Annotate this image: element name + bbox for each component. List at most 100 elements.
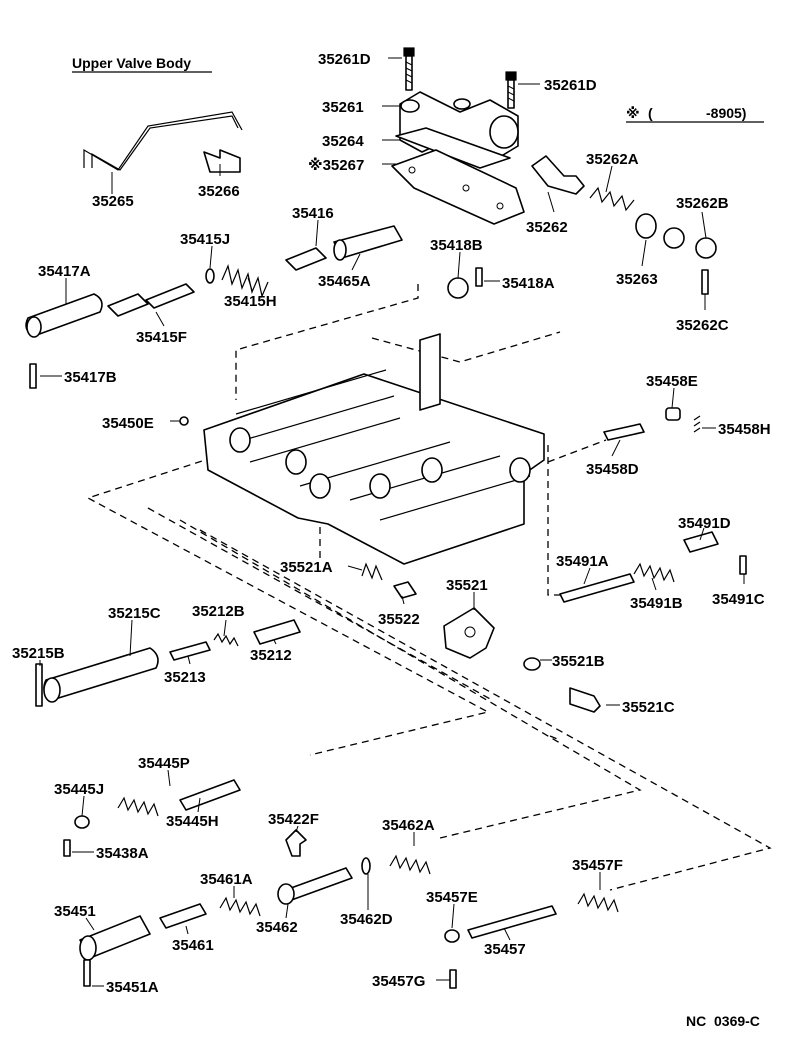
label-35521a: 35521A [280,559,333,576]
spring-35445p [117,796,159,817]
label-35458d: 35458D [586,461,639,478]
label-35491a: 35491A [556,553,609,570]
diagram-title: Upper Valve Body [72,55,191,71]
label-35457: 35457 [484,941,526,958]
label-35415j: 35415J [180,231,230,248]
assembly-guide-lines [86,284,772,891]
label-35212b: 35212B [192,603,245,620]
label-35422f: 35422F [268,811,319,828]
label-35462a: 35462A [382,817,435,834]
spring-35491b [633,562,675,583]
label-35451a: 35451A [106,979,159,996]
solenoid-plunger [531,155,585,195]
label-35458e: 35458E [646,373,698,390]
valve-35491a [559,573,635,603]
sleeve-35417a [25,293,103,337]
solenoid-assembly [391,47,717,295]
label-35522: 35522 [378,611,420,628]
label-35265: 35265 [92,193,134,210]
valve-35415f [107,293,149,317]
spring [589,186,635,212]
middle-parts [35,562,601,713]
clip-35422f [285,829,307,857]
label-35451: 35451 [54,903,96,920]
bolt-head [403,47,415,57]
label-35491d: 35491D [678,515,731,532]
valve-body-outline [203,373,545,565]
note-symbol: ※ [626,105,640,121]
label-35465a: 35465A [318,273,371,290]
label-35521c: 35521C [622,699,675,716]
label-35215c: 35215C [108,605,161,622]
label-35521b: 35521B [552,653,605,670]
label-35213: 35213 [164,669,206,686]
label-35417b: 35417B [64,369,117,386]
label-35415h: 35415H [224,293,277,310]
part-labels: 35261D 35261D 35261 35264 ※35267 35262A … [12,51,771,996]
label-35262a: 35262A [586,151,639,168]
spring-35462a [389,854,431,875]
label-35458h: 35458H [718,421,771,438]
label-35418b: 35418B [430,237,483,254]
label-35215b: 35215B [12,645,65,662]
upper-left-parts [25,111,483,389]
label-35262c: 35262C [676,317,729,334]
label-35462: 35462 [256,919,298,936]
label-35445p: 35445P [138,755,190,772]
label-35416: 35416 [292,205,334,222]
label-35461: 35461 [172,937,214,954]
label-35261: 35261 [322,99,364,116]
valve-body [179,333,545,565]
check-ball [179,416,189,426]
label-35491b: 35491B [630,595,683,612]
plug [663,227,685,249]
lever-35521 [443,607,495,659]
label-35267: ※35267 [308,156,364,174]
valve-35416 [285,247,327,271]
valve-35457 [467,905,557,939]
label-35438a: 35438A [96,845,149,862]
spring-35521a [361,562,383,581]
label-35445j: 35445J [54,781,104,798]
label-35457e: 35457E [426,889,478,906]
bolt-head-2 [505,71,517,81]
label-35491c: 35491C [712,591,765,608]
bolt-shank [405,55,413,91]
note-range: -8905) [706,105,746,121]
label-35266: 35266 [198,183,240,200]
label-35263: 35263 [616,271,658,288]
valve-35458d [603,423,645,441]
valve-body-tower [419,333,441,411]
label-35457g: 35457G [372,973,425,990]
label-35445h: 35445H [166,813,219,830]
label-35261d-a: 35261D [318,51,371,68]
note-open: ( [648,105,653,121]
label-35521: 35521 [446,577,488,594]
check-rod [83,111,243,171]
label-35457f: 35457F [572,857,623,874]
lower-parts [63,779,619,989]
label-35417a: 35417A [38,263,91,280]
label-35415f: 35415F [136,329,187,346]
label-35418a: 35418A [502,275,555,292]
plug-35212 [253,619,301,645]
label-35262: 35262 [526,219,568,236]
label-35262b: 35262B [676,195,729,212]
retainer-clip [203,149,241,173]
label-35461a: 35461A [200,871,253,888]
right-side-parts [559,407,747,603]
cover-plate [391,149,525,225]
label-35264: 35264 [322,133,364,150]
plug-35491d [683,531,719,553]
spring-35415h [221,264,269,298]
label-35261d-b: 35261D [544,77,597,94]
reference-code: NC 0369-C [686,1013,760,1029]
leader-lines [39,57,745,987]
label-35212: 35212 [250,647,292,664]
pin [701,269,709,295]
sleeve [635,213,657,239]
label-35462d: 35462D [340,911,393,928]
label-35450e: 35450E [102,415,154,432]
